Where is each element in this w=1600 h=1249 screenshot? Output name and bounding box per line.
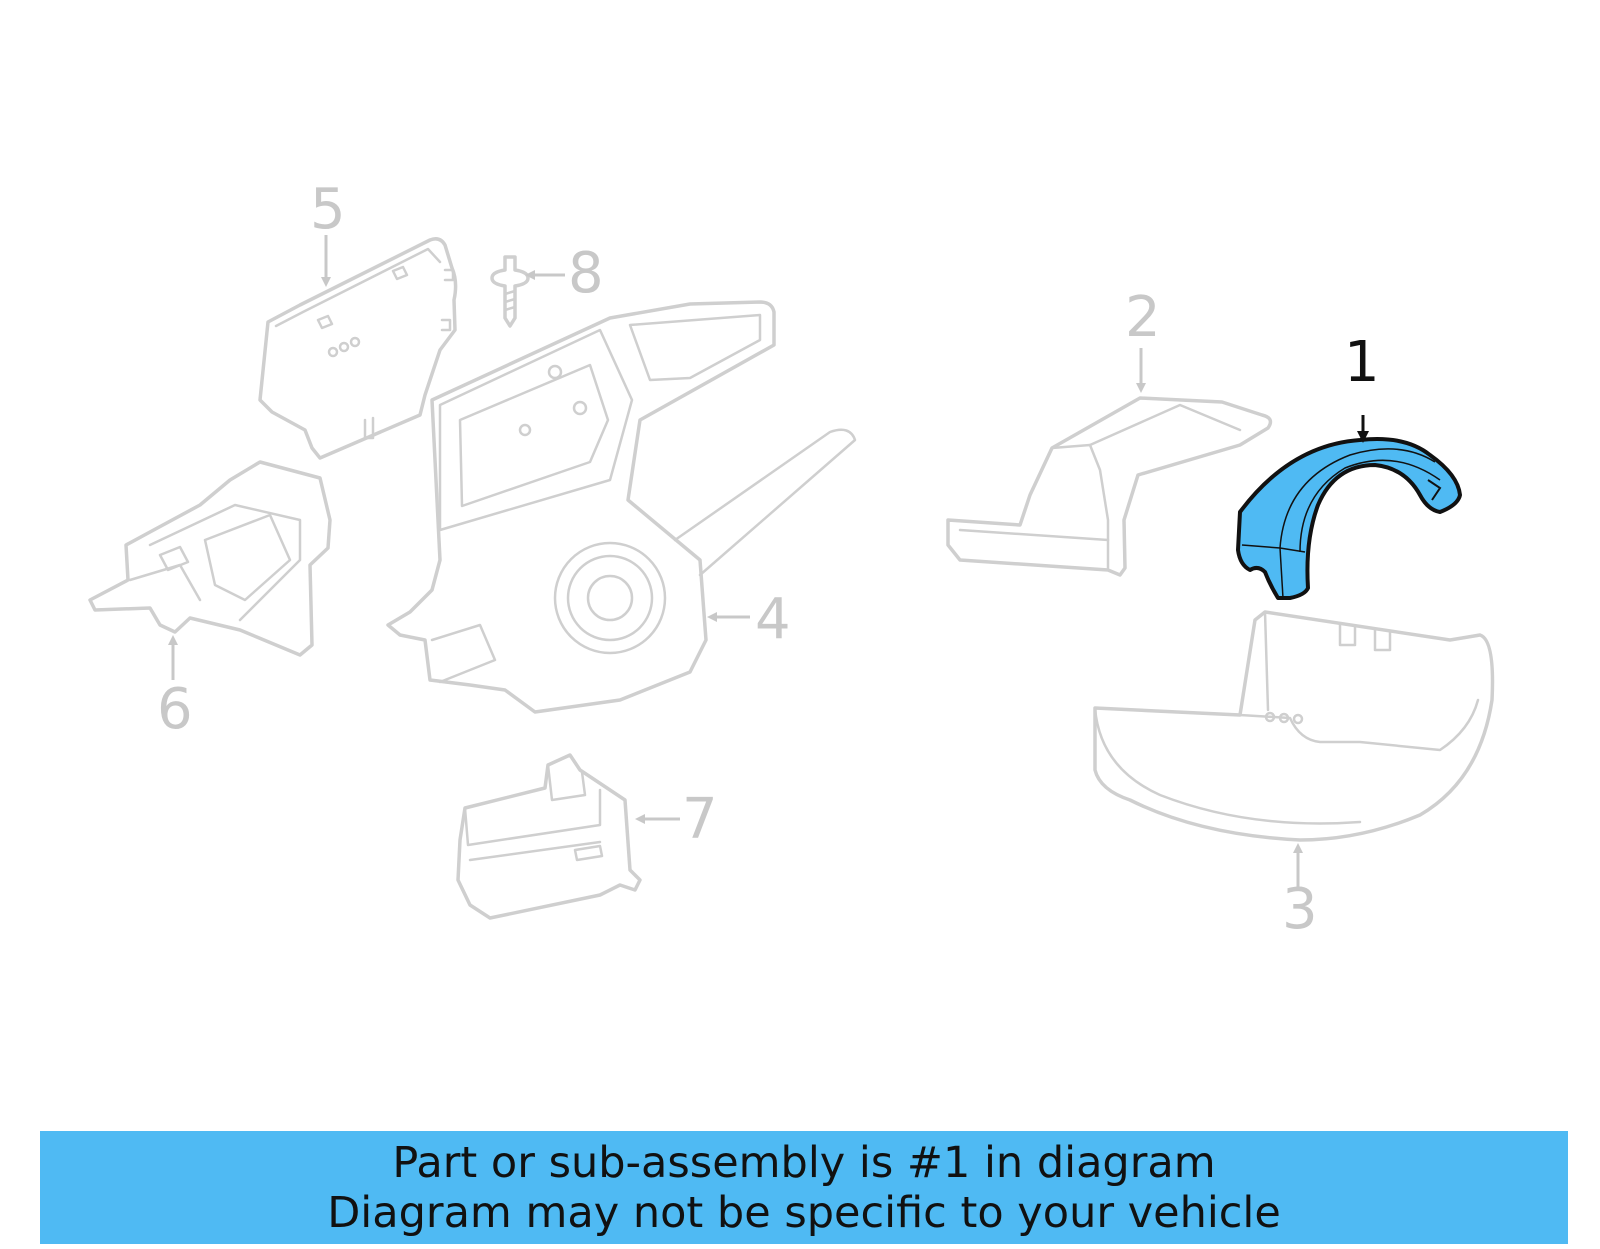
callout-8: 8 [568, 241, 604, 306]
part-3-lower-cover[interactable] [1093, 610, 1495, 842]
callout-6: 6 [157, 677, 193, 742]
banner-line-2: Diagram may not be specific to your vehi… [327, 1187, 1281, 1238]
part-7-switch-module[interactable] [456, 753, 642, 920]
callout-2: 2 [1125, 285, 1161, 350]
part-5-cover-panel[interactable] [258, 237, 458, 460]
part-6-bracket[interactable] [88, 460, 332, 657]
part-8-screw[interactable] [490, 255, 530, 328]
callout-4: 4 [755, 587, 791, 652]
part-2-column-bracket[interactable] [946, 396, 1273, 577]
part-1-upper-cover[interactable] [1236, 437, 1462, 600]
callout-1: 1 [1344, 330, 1380, 395]
callout-5: 5 [310, 177, 346, 242]
info-banner: Part or sub-assembly is #1 in diagram Di… [40, 1131, 1568, 1244]
part-4-switch-assembly[interactable] [386, 300, 857, 714]
callout-7: 7 [682, 787, 718, 852]
banner-line-1: Part or sub-assembly is #1 in diagram [392, 1137, 1216, 1188]
callout-3: 3 [1282, 877, 1318, 942]
